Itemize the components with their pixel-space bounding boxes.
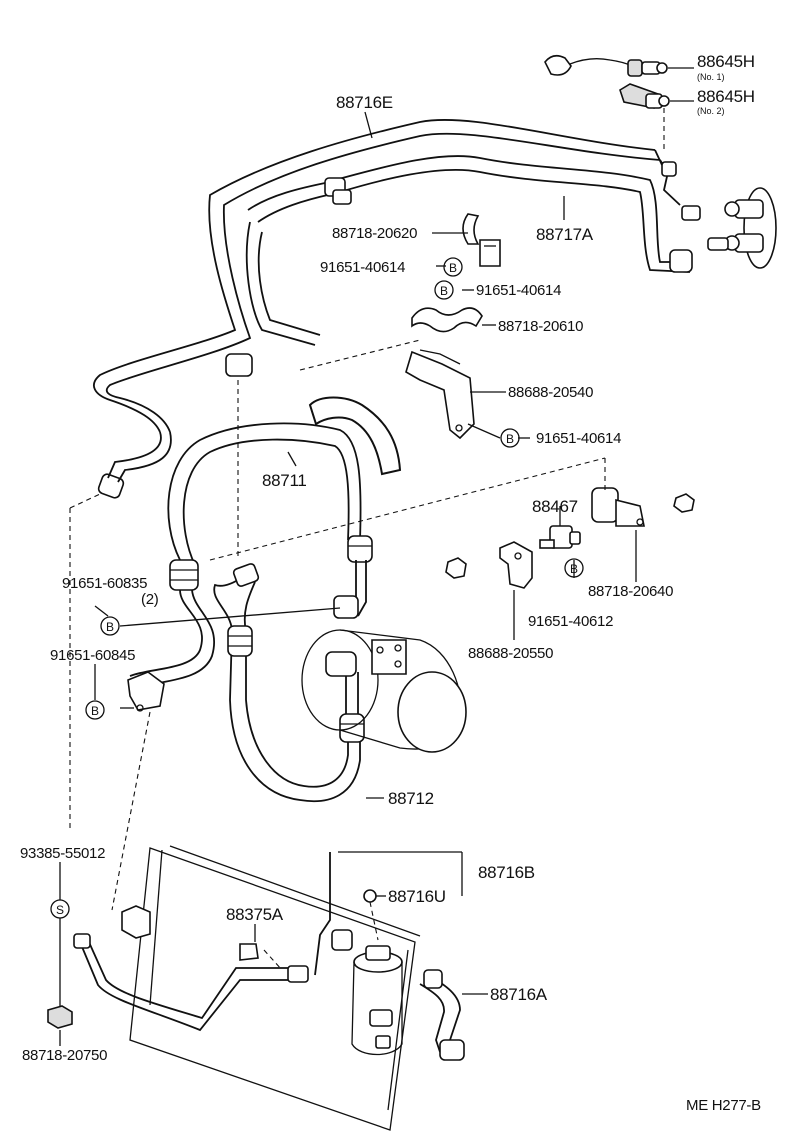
condenser [121,845,421,1131]
hose-fitting [227,625,253,657]
bolt-mark: B [443,257,463,277]
label-88645H-no2-note: (No. 2) [697,106,725,116]
screw-mark: S [50,899,70,919]
hose-fitting [325,651,357,677]
label-88718-20640: 88718-20640 [588,583,673,600]
label-88716B: 88716B [478,863,535,882]
hose-fitting [169,559,199,591]
label-88645H-no1-note: (No. 1) [697,72,725,82]
label-88718-20620: 88718-20620 [332,225,417,242]
bolt-mark: B [564,558,584,578]
label-88711: 88711 [262,471,307,490]
hose-fitting [127,671,165,711]
label-88645H-no2: 88645H [697,87,755,106]
compressor [301,629,467,753]
hose-88712[interactable] [213,576,361,803]
label-88688-20550: 88688-20550 [468,645,553,662]
label-88645H-no1: 88645H [697,52,755,71]
firewall-connector [707,187,777,269]
clamp-88718-20640[interactable] [591,487,645,527]
bolt-mark: B [500,428,520,448]
label-88716U: 88716U [388,887,446,906]
label-93385-55012: 93385-55012 [20,845,105,862]
clamp-88718-20620[interactable] [462,213,501,267]
hose-fitting [661,161,677,177]
label-91651-40614-a: 91651-40614 [320,259,405,276]
label-88718-20750: 88718-20750 [22,1047,107,1064]
label-88718-20610: 88718-20610 [498,318,583,335]
hose-fitting [347,535,373,563]
label-88467: 88467 [532,497,578,516]
filter-88375A[interactable] [239,943,259,961]
pipe-88716B[interactable] [79,852,331,1032]
hose-fitting [333,595,359,619]
nut [445,557,467,579]
svg-text:B: B [440,284,448,298]
clamp-88718-20610[interactable] [411,307,483,333]
hose-fitting [332,189,352,205]
svg-text:B: B [506,432,514,446]
receiver-drier [351,945,403,1056]
label-88716E: 88716E [336,93,393,112]
bracket-88688-20540[interactable] [405,349,475,440]
o-ring-88716U[interactable] [363,889,377,903]
hose-88717A[interactable] [245,155,691,346]
bolt-mark: B [434,280,454,300]
svg-text:B: B [449,261,457,275]
grommet [673,493,695,513]
hose-fitting [73,933,91,949]
footer-diagram-code: ME H277-B [686,1097,761,1114]
hose-fitting [287,965,309,983]
hose-88711[interactable] [167,396,402,566]
label-88688-20540: 88688-20540 [508,384,593,401]
pressure-switch-88467[interactable] [539,525,581,549]
pressure-switch-no1[interactable] [544,54,668,77]
pipe-88716A[interactable] [419,969,465,1061]
hose-fitting [681,205,701,221]
svg-text:B: B [106,620,114,634]
label-91651-60835-qty: (2) [141,591,159,608]
bolt-mark: B [100,616,120,636]
label-88716A: 88716A [490,985,548,1004]
bolt-mark: B [85,700,105,720]
hose-88716E[interactable] [93,119,661,433]
label-88717A: 88717A [536,225,594,244]
hose-fitting [225,353,253,377]
label-91651-60845: 91651-60845 [50,647,135,664]
label-91651-40614-c: 91651-40614 [536,430,621,447]
hose-fitting [97,473,125,499]
label-91651-40612: 91651-40612 [528,613,613,630]
bolt-88718-20750[interactable] [47,1005,73,1029]
label-88712: 88712 [388,789,434,808]
svg-text:B: B [91,704,99,718]
label-88375A: 88375A [226,905,284,924]
bracket-88688-20550[interactable] [499,541,533,589]
hose-fitting [331,929,353,951]
svg-text:S: S [56,903,64,917]
label-91651-60835: 91651-60835 [62,575,147,592]
pressure-switch-no2[interactable] [619,83,670,109]
label-91651-40614-b: 91651-40614 [476,282,561,299]
svg-text:B: B [570,562,578,576]
hose-fitting [669,249,693,273]
hose-fitting [232,563,260,587]
